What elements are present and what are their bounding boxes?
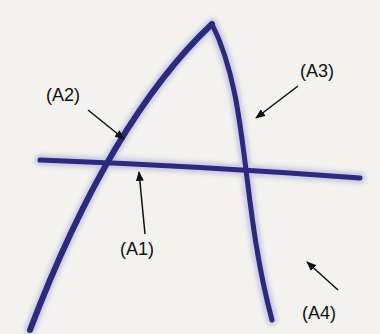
callout-label: (A2) bbox=[46, 86, 80, 104]
leader-arrows bbox=[88, 86, 338, 290]
callout-label: (A1) bbox=[120, 240, 154, 258]
callout-label: (A3) bbox=[300, 62, 334, 80]
callout-label: (A4) bbox=[302, 304, 336, 322]
letter-strokes bbox=[30, 24, 360, 330]
